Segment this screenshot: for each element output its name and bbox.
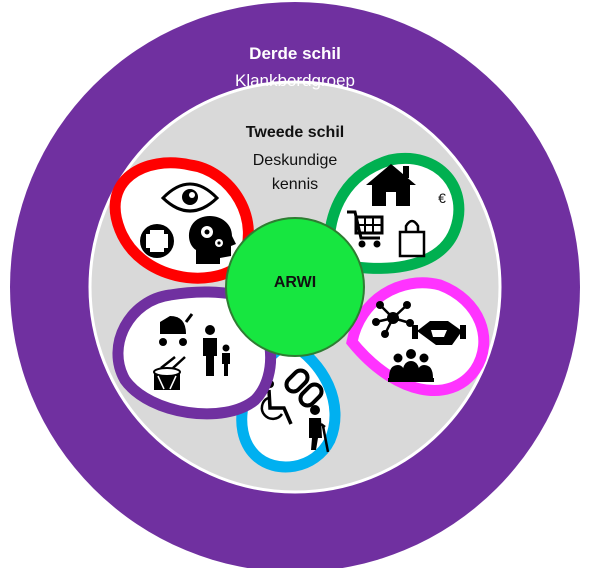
- inner-ring-subtitle-line1: Deskundige: [252, 152, 338, 169]
- outer-ring-subtitle: Klankbordgroep: [234, 71, 356, 90]
- center-circle: [225, 217, 365, 357]
- eye-icon: [160, 182, 220, 213]
- medical-cross-icon: [140, 224, 174, 258]
- shopping-bag-icon: [398, 219, 426, 258]
- inner-ring-title: Tweede schil: [245, 124, 345, 141]
- network-icon: [372, 301, 414, 338]
- house-icon: [366, 164, 416, 206]
- petal-living: [323, 153, 465, 274]
- petal-health: [109, 157, 254, 284]
- center-label: ARWI: [273, 274, 317, 291]
- shopping-cart-icon: [347, 210, 384, 248]
- euro-icon: €: [438, 190, 446, 206]
- head-gears-icon: [188, 216, 236, 264]
- stroller-icon: [159, 313, 194, 346]
- inner-ring-subtitle-line2: kennis: [271, 176, 319, 193]
- petal-family: [112, 286, 277, 420]
- group-icon: [388, 349, 434, 382]
- parent-child-icon: [203, 325, 230, 376]
- outer-ring-title: Derde schil: [249, 44, 341, 63]
- handshake-icon: [412, 321, 466, 345]
- petal-social: [346, 277, 490, 397]
- elderly-person-icon: [309, 405, 330, 453]
- link-icon: [284, 368, 324, 408]
- drum-icon: [153, 356, 186, 390]
